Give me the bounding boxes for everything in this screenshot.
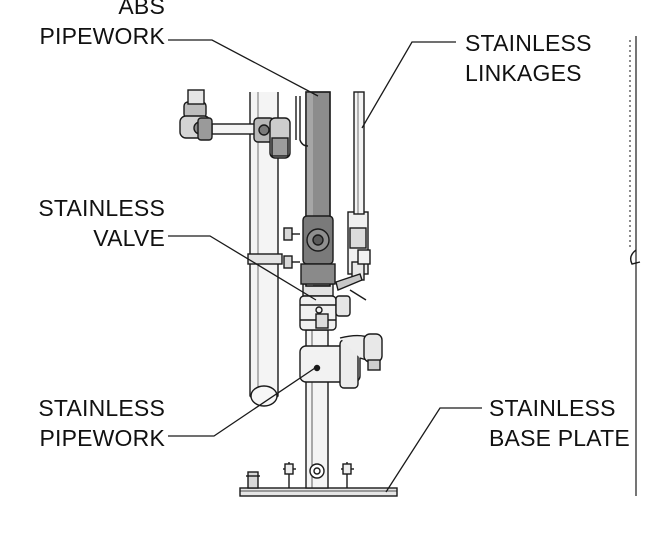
leader-stainless-linkages	[361, 41, 456, 129]
frame-edge	[629, 36, 641, 496]
label-line: PIPEWORK	[39, 23, 165, 49]
label-line: STAINLESS	[38, 395, 165, 421]
base-bolt	[341, 462, 354, 488]
leader-stainless-valve	[168, 235, 317, 301]
abs-pipework	[300, 91, 336, 287]
label-line: VALVE	[93, 225, 165, 251]
label-stainless-pipework: STAINLESS PIPEWORK	[38, 393, 165, 453]
label-line: STAINLESS	[465, 30, 592, 56]
label-stainless-valve: STAINLESS VALVE	[38, 193, 165, 253]
label-line: STAINLESS	[489, 395, 616, 421]
leader-lines	[168, 39, 482, 493]
label-stainless-linkages: STAINLESS LINKAGES	[465, 28, 592, 88]
label-line: ABS	[118, 0, 165, 19]
label-line: LINKAGES	[465, 60, 582, 86]
stainless-linkage-rod	[353, 91, 365, 215]
overflow-tube	[247, 92, 300, 407]
leader-stainless-base-plate	[385, 407, 482, 493]
leader-abs-pipework	[168, 39, 319, 97]
base-bolt	[283, 462, 296, 488]
stainless-pipework	[299, 283, 383, 489]
base-bolt	[246, 471, 260, 489]
stainless-valve	[335, 211, 371, 301]
label-line: BASE PLATE	[489, 425, 630, 451]
label-line: PIPEWORK	[39, 425, 165, 451]
guide-bracket	[295, 96, 309, 147]
label-line: STAINLESS	[38, 195, 165, 221]
vent-piping	[179, 89, 291, 159]
label-stainless-base-plate: STAINLESS BASE PLATE	[489, 393, 630, 453]
label-abs-pipework: ABS PIPEWORK	[39, 0, 165, 51]
leader-stainless-pipework	[168, 365, 319, 437]
